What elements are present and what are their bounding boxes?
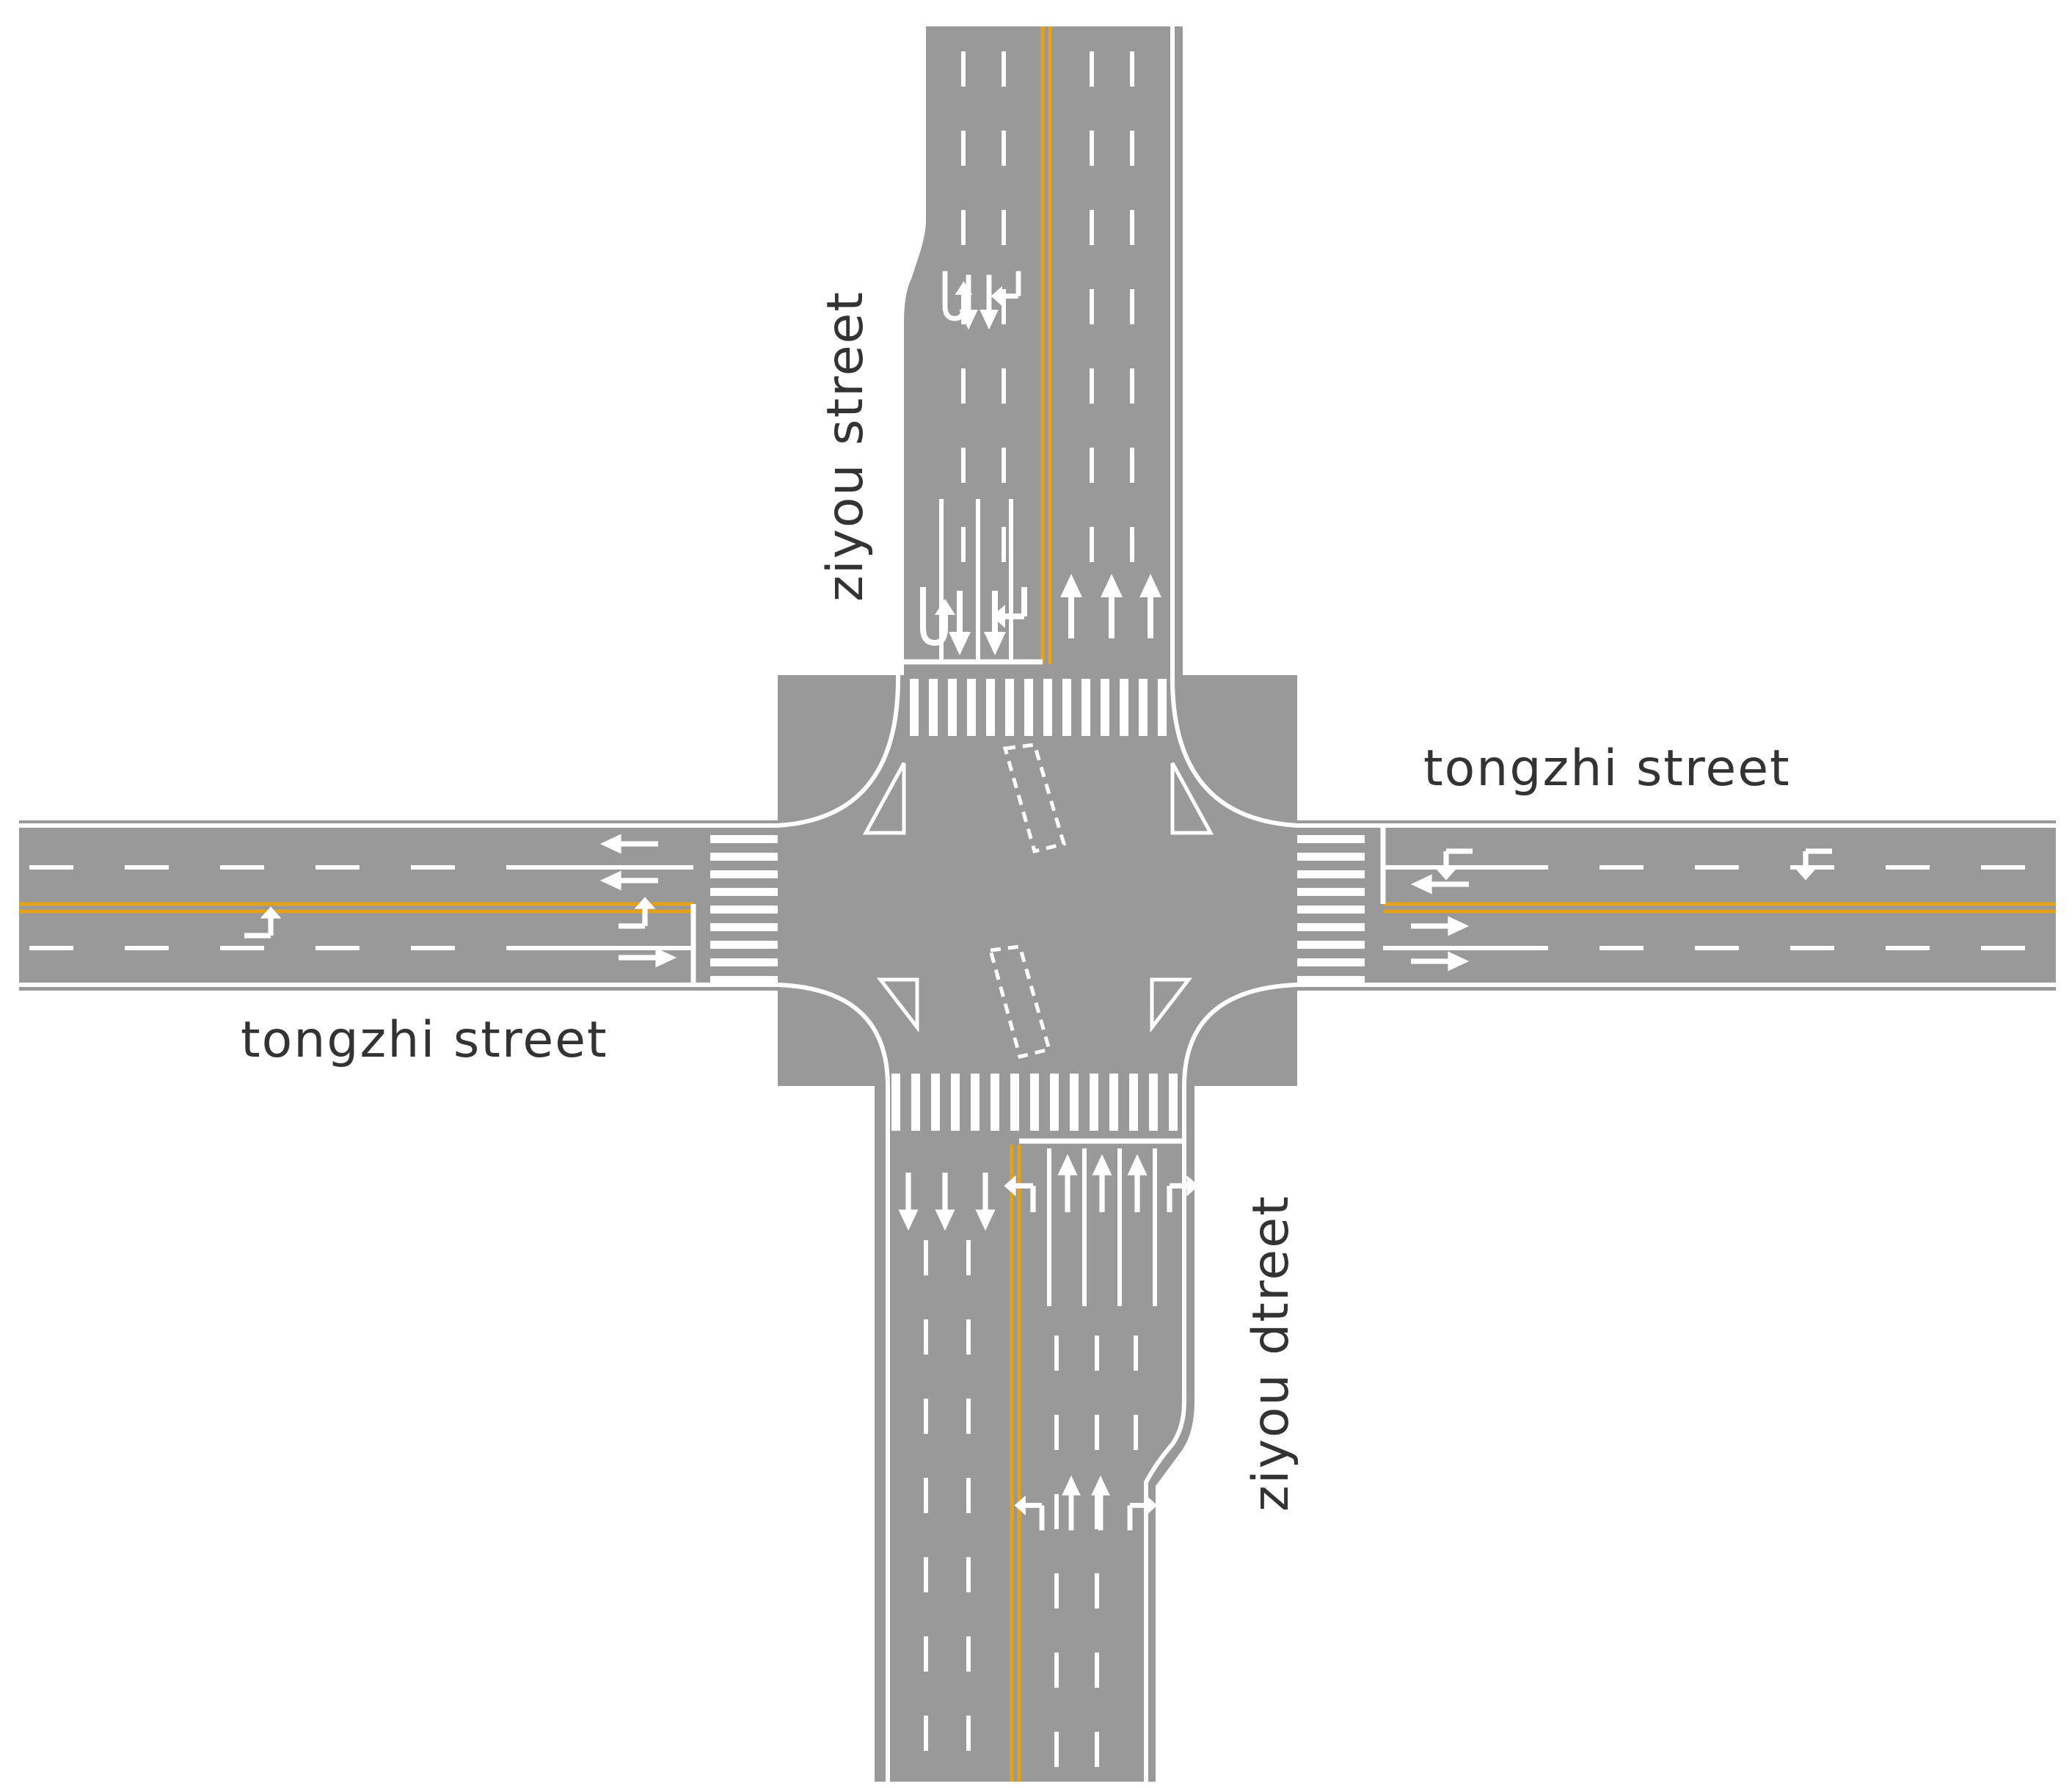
crosswalk-stripe-south (1070, 1074, 1079, 1131)
crosswalk-stripe-west (710, 888, 778, 896)
crosswalk-stripe-east (1297, 976, 1365, 984)
crosswalk-stripe-south (1050, 1074, 1059, 1131)
crosswalk-stripe-north (929, 679, 938, 736)
crosswalk-stripe-west (710, 835, 778, 843)
crosswalk-stripe-east (1297, 853, 1365, 861)
crosswalk-stripe-south (991, 1074, 999, 1131)
center-lines (19, 26, 2056, 1782)
corner-ne (1181, 675, 1297, 826)
corner-sw (778, 987, 880, 1086)
crosswalk-stripe-south (891, 1074, 900, 1131)
street-label-west: tongzhi street (241, 1011, 608, 1069)
crosswalks (710, 679, 1365, 1131)
street-label-north: ziyou street (817, 291, 875, 602)
crosswalk-stripe-north (1158, 679, 1167, 736)
crosswalk-stripe-north (1139, 679, 1148, 736)
crosswalk-stripe-south (1169, 1074, 1178, 1131)
crosswalk-stripe-west (710, 906, 778, 914)
crosswalk-stripe-south (951, 1074, 960, 1131)
curb-lines (19, 26, 2056, 1782)
crosswalk-stripe-north (1005, 679, 1014, 736)
crosswalk-stripe-west (710, 941, 778, 949)
corner-nw (778, 675, 906, 826)
crosswalk-stripe-south (1129, 1074, 1138, 1131)
crosswalk-stripe-west (710, 870, 778, 878)
left-turn-guide-boxes (988, 743, 1067, 1060)
lane-dashes (29, 51, 2047, 1776)
south-road (875, 1082, 1194, 1782)
crosswalk-stripe-north (1101, 679, 1109, 736)
crosswalk-stripe-west (710, 923, 778, 931)
crosswalk-stripe-north (1043, 679, 1052, 736)
crosswalk-stripe-north (910, 679, 919, 736)
crosswalk-stripe-north (1024, 679, 1033, 736)
crosswalk-stripe-north (967, 679, 976, 736)
crosswalk-stripe-east (1297, 835, 1365, 843)
crosswalk-stripe-south (1010, 1074, 1019, 1131)
crosswalk-stripe-west (710, 853, 778, 861)
crosswalk-stripe-east (1297, 888, 1365, 896)
crosswalk-stripe-east (1297, 941, 1365, 949)
crosswalk-stripe-south (1109, 1074, 1118, 1131)
corner-islands (862, 762, 1214, 1033)
crosswalk-stripe-south (931, 1074, 940, 1131)
crosswalk-stripe-east (1297, 923, 1365, 931)
crosswalk-stripe-north (986, 679, 995, 736)
crosswalk-stripe-south (1149, 1074, 1158, 1131)
corner-se (1192, 987, 1297, 1086)
crosswalk-stripe-south (1090, 1074, 1098, 1131)
crosswalk-stripe-south (971, 1074, 980, 1131)
crosswalk-stripe-south (1030, 1074, 1039, 1131)
crosswalk-stripe-east (1297, 958, 1365, 966)
crosswalk-stripe-north (1062, 679, 1071, 736)
street-label-south: ziyou dtreet (1242, 1195, 1300, 1512)
stop-lines (690, 659, 1386, 1144)
crosswalk-stripe-north (1081, 679, 1090, 736)
crosswalk-stripe-south (911, 1074, 920, 1131)
crosswalk-stripe-west (710, 958, 778, 966)
crosswalk-stripe-north (948, 679, 957, 736)
crosswalk-stripe-north (1120, 679, 1128, 736)
solid-lane-lines (506, 499, 1511, 1306)
crosswalk-stripe-west (710, 976, 778, 984)
crosswalk-stripe-east (1297, 906, 1365, 914)
crosswalk-stripe-east (1297, 870, 1365, 878)
street-label-east: tongzhi street (1423, 740, 1791, 798)
